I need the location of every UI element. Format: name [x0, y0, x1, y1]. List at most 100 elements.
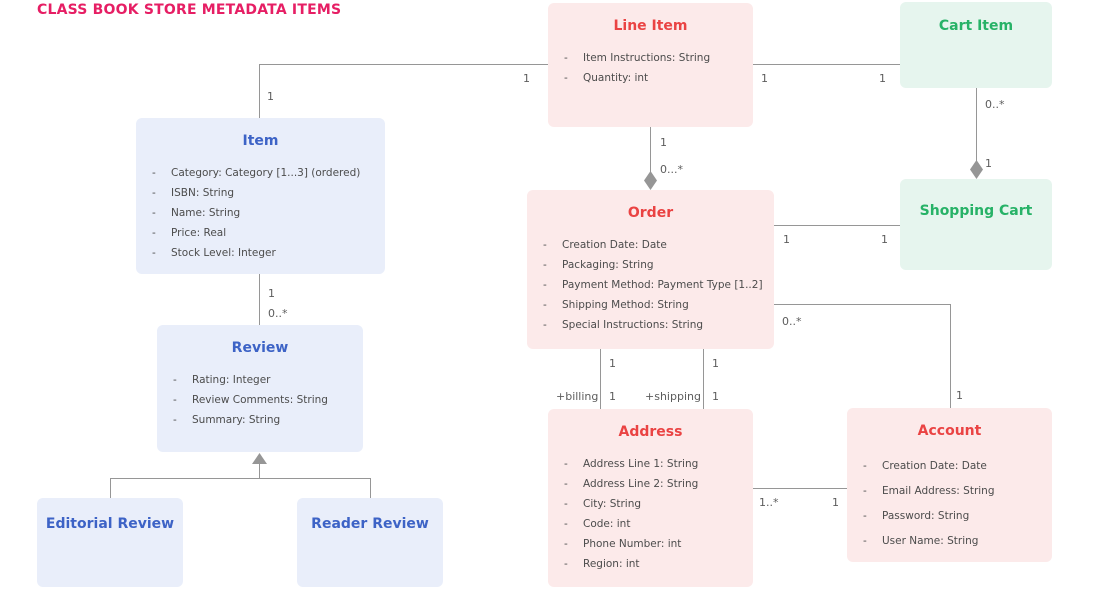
connector-lineitem-cartitem[interactable]: [753, 64, 900, 65]
attribute-text: Summary: String: [192, 414, 281, 426]
class-attribute: -User Name: String: [847, 528, 1052, 553]
connector-cartitem-shoppingcart[interactable]: [976, 88, 977, 162]
attribute-dash: -: [863, 459, 867, 472]
attribute-list: -Item Instructions: String-Quantity: int: [548, 48, 753, 88]
class-attribute: -ISBN: String: [136, 183, 385, 203]
class-attribute: -Packaging: String: [527, 255, 774, 275]
class-title: Reader Review: [311, 516, 429, 532]
attribute-dash: -: [564, 52, 568, 64]
attribute-text: City: String: [583, 498, 642, 510]
multiplicity-label: 1: [881, 233, 888, 246]
attribute-text: Payment Method: Payment Type [1..2]: [562, 279, 763, 291]
class-title: Item: [242, 133, 279, 149]
multiplicity-label: 1: [879, 72, 886, 85]
class-attribute: - Creation Date: Date: [847, 453, 1052, 478]
multiplicity-label: 1: [832, 496, 839, 509]
connector-item-review[interactable]: [259, 274, 260, 325]
class-attribute: -Stock Level: Integer: [136, 243, 385, 263]
attribute-list: -Creation Date: Date-Packaging: String-P…: [527, 235, 774, 335]
class-node-item[interactable]: Item -Category: Category [1...3] (ordered…: [136, 118, 385, 274]
multiplicity-label: 1: [267, 90, 274, 103]
multiplicity-label: 1: [761, 72, 768, 85]
class-attribute: - Phone Number: int: [548, 534, 753, 554]
role-label: +billing: [556, 390, 599, 403]
attribute-dash: -: [564, 72, 568, 84]
class-attribute: -Item Instructions: String: [548, 48, 753, 68]
class-attribute: -Category: Category [1...3] (ordered): [136, 163, 385, 183]
attribute-text: User Name: String: [882, 534, 979, 547]
attribute-dash: -: [564, 458, 568, 470]
class-title: Address: [618, 424, 683, 440]
multiplicity-label: 0...*: [660, 163, 683, 176]
multiplicity-label: 1: [783, 233, 790, 246]
attribute-dash: -: [564, 538, 568, 550]
attribute-text: Code: int: [583, 518, 631, 530]
attribute-text: Rating: Integer: [192, 374, 271, 386]
attribute-text: Name: String: [171, 207, 241, 219]
class-attribute: - Password: String: [847, 503, 1052, 528]
connector-item-lineitem[interactable]: [259, 64, 548, 65]
aggregation-diamond-icon: [970, 160, 983, 179]
class-attribute: - Review Comments: String: [157, 390, 363, 410]
attribute-dash: -: [543, 319, 547, 331]
attribute-text: Category: Category [1...3] (ordered): [171, 167, 361, 179]
class-node-order[interactable]: Order-Creation Date: Date-Packaging: Str…: [527, 190, 774, 349]
attribute-text: Address Line 1: String: [583, 458, 699, 470]
attribute-text: Creation Date: Date: [882, 459, 987, 472]
attribute-text: Stock Level: Integer: [171, 247, 276, 259]
attribute-dash: -: [543, 279, 547, 291]
attribute-text: Phone Number: int: [583, 538, 682, 550]
class-node-editorial-review[interactable]: Editorial Review: [37, 498, 183, 587]
attribute-text: Password: String: [882, 509, 970, 522]
class-attribute: - Payment Method: Payment Type [1..2]: [527, 275, 774, 295]
page-title: CLASS BOOK STORE METADATA ITEMS: [37, 2, 342, 18]
connector-item-lineitem[interactable]: [259, 64, 260, 118]
class-node-cart-item[interactable]: Cart Item: [900, 2, 1052, 88]
attribute-dash: -: [863, 509, 867, 522]
connector-lineitem-order[interactable]: [650, 127, 651, 173]
attribute-text: Address Line 2: String: [583, 478, 699, 490]
connector-order-account[interactable]: [774, 304, 951, 305]
connector-order-shoppingcart[interactable]: [774, 225, 900, 226]
attribute-text: Email Address: String: [882, 484, 995, 497]
class-node-account[interactable]: Account-Creation Date: Date-Email Addres…: [847, 408, 1052, 562]
class-title: Shopping Cart: [919, 203, 1033, 219]
class-node-line-item[interactable]: Line Item-Item Instructions: String-Quan…: [548, 3, 753, 127]
class-node-shopping-cart[interactable]: Shopping Cart: [900, 179, 1052, 270]
connector-order-address-shipping[interactable]: [703, 349, 704, 409]
attribute-text: Shipping Method: String: [562, 299, 689, 311]
connector-review-inheritance[interactable]: [110, 478, 111, 498]
multiplicity-label: 0..*: [782, 315, 802, 328]
connector-review-inheritance[interactable]: [259, 464, 260, 478]
class-node-address[interactable]: Address - Address Line 1: String - Address L…: [548, 409, 753, 587]
inheritance-arrow-icon: [252, 453, 267, 464]
attribute-text: Review Comments: String: [192, 394, 328, 406]
connector-order-account[interactable]: [950, 304, 951, 408]
class-node-review[interactable]: Review - Rating: Integer - Review Comments: …: [157, 325, 363, 452]
class-attribute: - Address Line 1: String: [548, 454, 753, 474]
attribute-dash: -: [564, 518, 568, 530]
class-attribute: -City: String: [548, 494, 753, 514]
connector-review-inheritance[interactable]: [370, 478, 371, 498]
class-title: Order: [627, 205, 674, 221]
multiplicity-label: 1: [712, 357, 719, 370]
class-attribute: - Address Line 2: String: [548, 474, 753, 494]
class-attribute: -Special Instructions: String: [527, 315, 774, 335]
class-node-reader-review[interactable]: Reader Review: [297, 498, 443, 587]
multiplicity-label: 1: [609, 390, 616, 403]
attribute-text: Packaging: String: [562, 259, 654, 271]
multiplicity-label: 1: [523, 72, 530, 85]
role-label: +shipping: [645, 390, 701, 403]
attribute-list: - Rating: Integer - Review Comments: String…: [157, 370, 363, 430]
attribute-dash: -: [564, 478, 568, 490]
class-attribute: - Code: int: [548, 514, 753, 534]
connector-address-account[interactable]: [753, 488, 847, 489]
class-attribute: -Quantity: int: [548, 68, 753, 88]
attribute-dash: -: [173, 394, 177, 406]
multiplicity-label: 0..*: [985, 98, 1005, 111]
connector-order-address-billing[interactable]: [600, 349, 601, 409]
class-title: Review: [231, 340, 289, 356]
connector-review-inheritance[interactable]: [110, 478, 371, 479]
multiplicity-label: 1..*: [759, 496, 779, 509]
multiplicity-label: 1: [712, 390, 719, 403]
